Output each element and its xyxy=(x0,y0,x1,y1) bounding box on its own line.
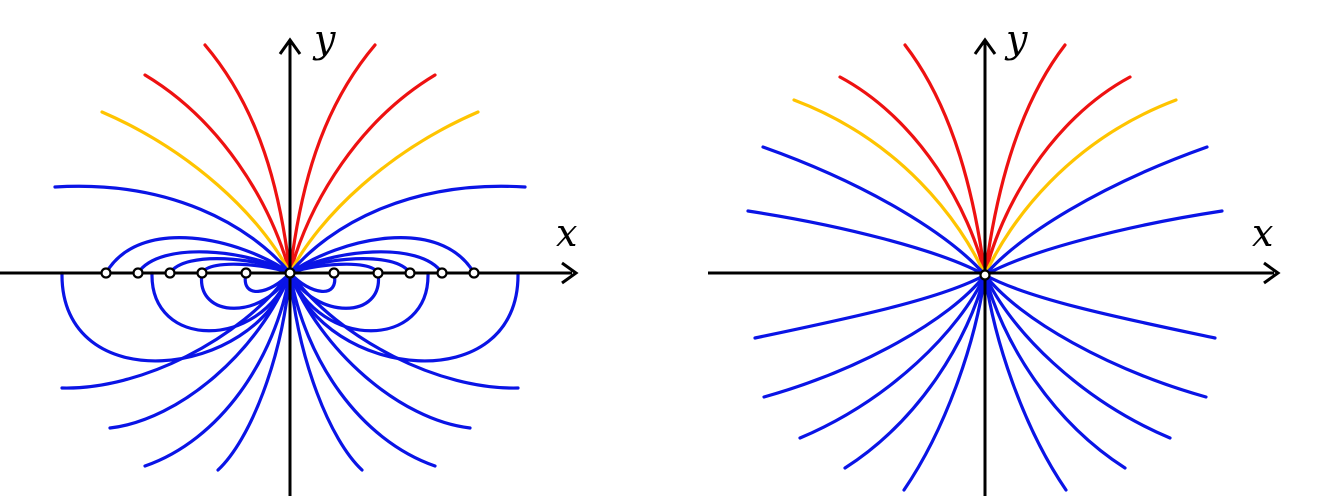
left-loop-upper-2-left xyxy=(136,250,292,275)
right-red-trajectory-1-mirror-group xyxy=(903,43,987,277)
right-gold-trajectory-right xyxy=(983,98,1178,277)
left-loop-upper-1-right xyxy=(288,236,476,275)
left-loop-lower-3-right xyxy=(288,271,430,333)
left-axis-marker xyxy=(284,267,296,279)
left-axis-marker xyxy=(436,267,448,279)
right-blue-upper-2-mirror-group xyxy=(746,209,987,277)
left-trajectories xyxy=(53,43,527,472)
right-x-axis-arrow xyxy=(1263,261,1281,285)
right-blue-lower-3-left xyxy=(798,273,987,440)
left-y-axis-arrow xyxy=(278,37,302,55)
left-phase-portrait: x y xyxy=(0,17,579,496)
left-loop-lower-3-left xyxy=(150,271,292,333)
right-gold-trajectory-mirror-group xyxy=(792,98,987,277)
right-blue-lower-1-left xyxy=(753,273,987,340)
right-phase-portrait: x y xyxy=(708,17,1281,496)
left-axis-marker xyxy=(196,267,208,279)
left-gold-trajectory-mirror-group xyxy=(100,110,292,275)
left-axis-marker xyxy=(240,267,252,279)
right-blue-upper-1-right xyxy=(983,145,1209,277)
left-axis-marker xyxy=(132,267,144,279)
left-axis-marker xyxy=(328,267,340,279)
left-loop-upper-1-left xyxy=(104,236,292,275)
right-trajectories xyxy=(746,43,1224,492)
left-blue-lower-2-right xyxy=(288,271,472,430)
left-blue-lower-1-left xyxy=(60,271,292,390)
right-red-trajectory-2-left xyxy=(838,75,987,277)
left-x-axis-arrow xyxy=(561,261,579,285)
left-axis-marker xyxy=(372,267,384,279)
left-blue-lower-3-mirror-group xyxy=(143,271,292,468)
left-loop-lower-3-mirror-group xyxy=(150,271,292,333)
right-blue-lower-4-mirror-group xyxy=(843,273,987,470)
left-red-trajectory-1-right xyxy=(288,43,377,275)
right-blue-lower-3-right xyxy=(983,273,1172,440)
left-loop-upper-2-mirror-group xyxy=(136,250,292,275)
right-x-axis-label: x xyxy=(1252,211,1273,255)
right-blue-lower-4-right xyxy=(983,273,1127,470)
right-blue-lower-1-mirror-group xyxy=(753,273,987,340)
left-blue-lower-4-mirror-group xyxy=(216,271,292,472)
right-blue-upper-2-right xyxy=(983,209,1224,277)
right-blue-lower-5-right xyxy=(983,273,1068,492)
left-axis-marker xyxy=(164,267,176,279)
right-blue-lower-4-left xyxy=(843,273,987,470)
right-blue-lower-3-mirror-group xyxy=(798,273,987,440)
left-blue-upper-trajectory-right xyxy=(288,184,527,275)
right-y-axis-label: y xyxy=(1004,17,1028,61)
right-blue-lower-1-right xyxy=(983,273,1217,340)
right-blue-lower-5-mirror-group xyxy=(902,273,987,492)
left-red-trajectory-2-right xyxy=(288,73,437,275)
right-origin-marker xyxy=(979,269,991,281)
left-axis-marker xyxy=(468,267,480,279)
left-red-trajectory-2-mirror-group xyxy=(143,73,292,275)
left-gold-trajectory-right xyxy=(288,110,480,275)
right-y-axis-arrow xyxy=(973,37,997,55)
right-blue-upper-2-left xyxy=(746,209,987,277)
left-axis-marker xyxy=(100,267,112,279)
right-red-trajectory-1-left xyxy=(903,43,987,277)
left-loop-lower-4-mirror-group xyxy=(60,271,292,363)
left-blue-lower-1-right xyxy=(288,271,520,390)
left-blue-lower-3-left xyxy=(143,271,292,468)
right-blue-lower-2-left xyxy=(762,273,987,399)
left-red-trajectory-2-left xyxy=(143,73,292,275)
left-y-axis-label: y xyxy=(312,17,336,61)
right-blue-lower-2-mirror-group xyxy=(762,273,987,399)
left-loop-upper-1-mirror-group xyxy=(104,236,292,275)
left-blue-lower-2-mirror-group xyxy=(108,271,292,430)
left-axis-markers xyxy=(100,267,480,279)
right-blue-upper-1-left xyxy=(761,145,987,277)
left-blue-lower-2-left xyxy=(108,271,292,430)
right-blue-upper-1-mirror-group xyxy=(761,145,987,277)
left-red-trajectory-1-mirror-group xyxy=(203,43,292,275)
left-blue-lower-4-left xyxy=(216,271,292,472)
right-gold-trajectory-left xyxy=(792,98,987,277)
left-x-axis-label: x xyxy=(556,211,577,255)
left-loop-lower-4-right xyxy=(288,271,520,363)
left-axis-marker xyxy=(404,267,416,279)
right-red-trajectory-2-right xyxy=(983,75,1132,277)
left-loop-upper-2-right xyxy=(288,250,444,275)
left-red-trajectory-1-left xyxy=(203,43,292,275)
right-red-trajectory-1-right xyxy=(983,43,1067,277)
left-blue-upper-trajectory-left xyxy=(53,184,292,275)
left-blue-lower-4-right xyxy=(288,271,364,472)
left-gold-trajectory-left xyxy=(100,110,292,275)
left-blue-lower-3-right xyxy=(288,271,437,468)
left-blue-lower-1-mirror-group xyxy=(60,271,292,390)
right-blue-lower-5-left xyxy=(902,273,987,492)
left-loop-lower-4-left xyxy=(60,271,292,363)
right-blue-lower-2-right xyxy=(983,273,1208,399)
right-red-trajectory-2-mirror-group xyxy=(838,75,987,277)
left-blue-upper-trajectory-mirror-group xyxy=(53,184,292,275)
